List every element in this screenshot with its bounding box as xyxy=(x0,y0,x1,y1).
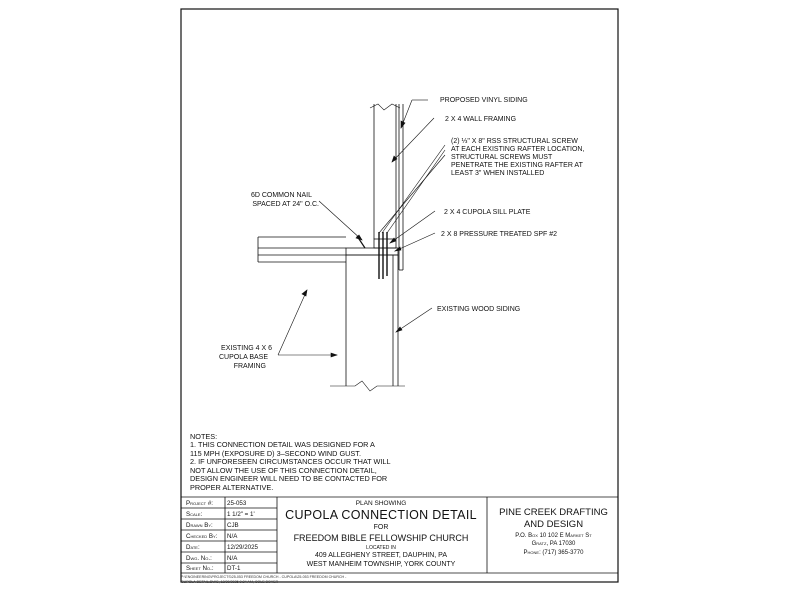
file-path-line2: CUPOLA DETAIL.DWG, 12/30/2025 9:34 AM, C… xyxy=(181,580,279,584)
note-line: 1. THIS CONNECTION DETAIL WAS DESIGNED F… xyxy=(190,440,375,449)
note-line: NOT ALLOW THE USE OF THIS CONNECTION DET… xyxy=(190,465,377,475)
located-in-text: LOCATED IN xyxy=(366,545,396,551)
callout-screw-line3: STRUCTURAL SCREWS MUST xyxy=(451,154,553,161)
site-address-line1: 409 ALLEGHENY STREET, DAUPHIN, PA xyxy=(314,552,447,559)
callout-nail-line1: 6D COMMON NAIL xyxy=(251,192,312,199)
scale-label: Scale: xyxy=(186,511,203,518)
callout-screw-line5: LEAST 3" WHEN INSTALLED xyxy=(451,170,544,177)
callout-screw-line2: AT EACH EXISTING RAFTER LOCATION, xyxy=(451,146,584,153)
for-text: FOR xyxy=(373,524,389,531)
drawn-by-label: Drawn By: xyxy=(186,522,213,529)
client-name: FREEDOM BIBLE FELLOWSHIP CHURCH xyxy=(293,533,469,543)
callout-wood-siding: EXISTING WOOD SIDING xyxy=(437,306,520,313)
scale-value: 1 1/2" = 1' xyxy=(227,511,255,518)
dwg-no-value: N/A xyxy=(227,555,238,562)
checked-by-value: N/A xyxy=(227,533,238,540)
plan-showing-text: PLAN SHOWING xyxy=(355,500,407,507)
file-path-line1: P:\ENGINEERING\PROJECTS\25-053 FREEDOM C… xyxy=(181,575,347,579)
date-value: 12/29/2025 xyxy=(227,544,258,551)
note-line: 2. IF UNFORESEEN CIRCUMSTANCES OCCUR THA… xyxy=(190,457,391,466)
checked-by-label: Checked By: xyxy=(186,533,218,540)
firm-address-line1: P.O. Box 10 102 E Market St xyxy=(515,533,592,539)
callout-base-line3: FRAMING xyxy=(234,363,266,370)
notes-heading: NOTES: xyxy=(190,432,218,441)
callout-nail-line2: SPACED AT 24" O.C. xyxy=(252,201,319,208)
callout-pressure-treated: 2 X 8 PRESSURE TREATED SPF #2 xyxy=(441,231,557,238)
leader-lines xyxy=(277,99,446,358)
firm-name-line1: PINE CREEK DRAFTING xyxy=(499,507,608,518)
date-label: Date: xyxy=(186,544,200,551)
note-line: 115 MPH (EXPOSURE D) 3–SECOND WIND GUST. xyxy=(190,448,361,458)
note-line: DESIGN ENGINEER WILL NEED TO BE CONTACTE… xyxy=(190,474,388,483)
sheet-no-label: Sheet No.: xyxy=(186,565,214,572)
project-number-label: Project #: xyxy=(186,500,214,507)
callout-wall-framing: 2 X 4 WALL FRAMING xyxy=(445,116,516,123)
callout-sill-plate: 2 X 4 CUPOLA SILL PLATE xyxy=(444,209,531,216)
note-line: PROPER ALTERNATIVE. xyxy=(190,482,274,492)
site-address-line2: WEST MANHEIM TOWNSHIP, YORK COUNTY xyxy=(306,561,456,568)
callout-screw-line1: (2) ⅓" X 8" RSS STRUCTURAL SCREW xyxy=(451,138,578,145)
title-block-frame xyxy=(181,496,618,574)
drawn-by-value: CJB xyxy=(227,522,239,529)
callout-vinyl-siding: PROPOSED VINYL SIDING xyxy=(440,97,528,104)
dwg-no-label: Dwg. No.: xyxy=(186,555,212,562)
project-number-value: 25-053 xyxy=(227,500,247,507)
firm-name-line2: AND DESIGN xyxy=(523,519,584,530)
firm-address-line2: Gratz, PA 17030 xyxy=(531,541,576,547)
drawing-title: CUPOLA CONNECTION DETAIL xyxy=(285,508,477,522)
firm-phone: Phone: (717) 365-3770 xyxy=(523,550,584,556)
sheet-border xyxy=(180,8,619,583)
connection-detail-drawing xyxy=(257,103,405,392)
callout-base-line1: EXISTING 4 X 6 xyxy=(221,345,272,352)
callout-screw-line4: PENETRATE THE EXISTING RAFTER AT xyxy=(451,162,584,169)
sheet-no-value: DT-1 xyxy=(227,565,241,572)
callout-base-line2: CUPOLA BASE xyxy=(219,354,268,361)
